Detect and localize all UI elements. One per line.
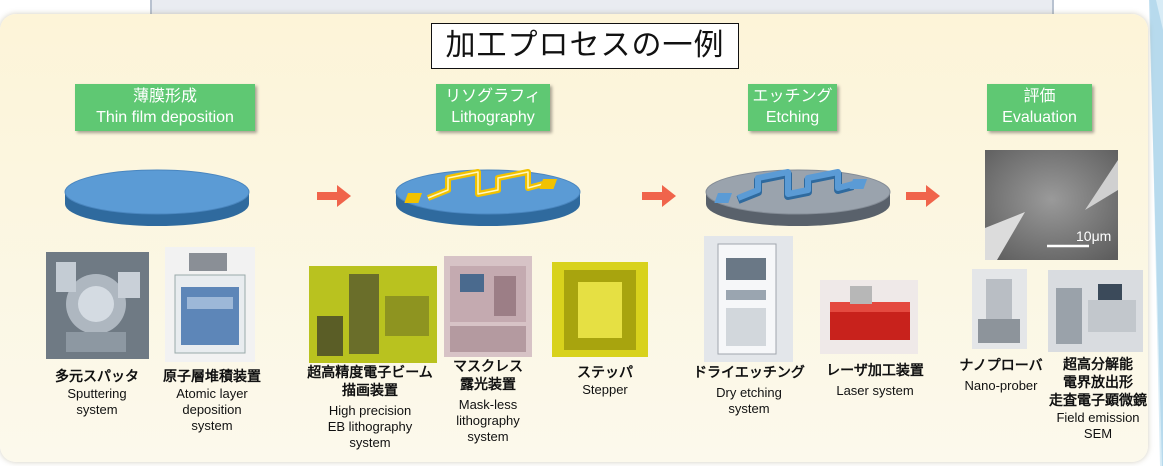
equipment-ald: 原子層堆積装置 Atomic layer deposition system — [152, 368, 272, 434]
nano-prober-photo — [972, 269, 1027, 349]
arrow-right-icon — [906, 185, 940, 207]
sputtering-system-photo — [46, 252, 149, 359]
equipment-ald-en-2: deposition — [182, 402, 242, 417]
equipment-dry-etching-en-2: system — [728, 401, 770, 416]
stage-thin-film: 薄膜形成 Thin film deposition — [75, 84, 255, 131]
equipment-sputtering: 多元スパッタ Sputtering system — [42, 368, 152, 418]
equipment-dry-etching: ドライエッチング Dry etching system — [683, 364, 815, 417]
stage-etching: エッチング Etching — [748, 84, 837, 131]
stage-etching-en: Etching — [765, 109, 820, 126]
equipment-nano-prober: ナノプローバ Nano-prober — [946, 357, 1056, 394]
equipment-sputtering-jp: 多元スパッタ — [55, 369, 139, 385]
stage-evaluation-jp: 評価 — [1023, 88, 1056, 105]
equipment-maskless-en-2: lithography — [456, 413, 520, 428]
equipment-fe-sem-en-1: Field emission — [1056, 410, 1140, 425]
equipment-ald-jp: 原子層堆積装置 — [163, 369, 261, 385]
equipment-eb-lithography-en-3: system — [349, 435, 391, 450]
equipment-dry-etching-en-1: Dry etching — [716, 385, 782, 400]
stage-thin-film-jp: 薄膜形成 — [132, 88, 197, 105]
wafer-etching-illustration — [705, 169, 891, 226]
fe-sem-photo — [1048, 270, 1143, 352]
stage-lithography-jp: リソグラフィ — [445, 88, 541, 105]
equipment-maskless-en-1: Mask-less — [458, 397, 518, 412]
equipment-maskless-en-3: system — [467, 429, 509, 444]
equipment-fe-sem: 超高分解能 電界放出形 走査電子顕微鏡 Field emission SEM — [1036, 356, 1160, 442]
wafer-lithography-illustration — [395, 169, 581, 226]
right-edge-decoration — [1149, 0, 1163, 466]
equipment-eb-lithography-jp-1: 超高精度電子ビーム — [307, 365, 433, 381]
stage-evaluation-en: Evaluation — [1002, 109, 1077, 126]
ald-system-photo — [165, 247, 255, 362]
equipment-ald-en-3: system — [191, 418, 233, 433]
equipment-sputtering-en-1: Sputtering — [67, 386, 127, 401]
sem-scale-label: 10μm — [1076, 228, 1112, 244]
equipment-sputtering-en-2: system — [76, 402, 118, 417]
stage-lithography-en: Lithography — [451, 109, 535, 126]
equipment-nano-prober-en: Nano-prober — [964, 378, 1038, 393]
equipment-eb-lithography-en-2: EB lithography — [327, 419, 413, 434]
sem-image — [985, 150, 1118, 260]
equipment-ald-en-1: Atomic layer — [176, 386, 248, 401]
arrow-right-icon — [317, 185, 351, 207]
equipment-maskless: マスクレス 露光装置 Mask-less lithography system — [440, 358, 536, 445]
equipment-laser-en: Laser system — [836, 383, 914, 398]
equipment-dry-etching-jp: ドライエッチング — [693, 365, 805, 381]
stage-thin-film-en: Thin film deposition — [96, 109, 234, 126]
wafer-plain-illustration — [64, 169, 250, 226]
stage-lithography: リソグラフィ Lithography — [436, 84, 550, 131]
stepper-photo — [552, 262, 648, 357]
equipment-eb-lithography: 超高精度電子ビーム 描画装置 High precision EB lithogr… — [294, 364, 446, 451]
stage-evaluation: 評価 Evaluation — [987, 84, 1092, 131]
equipment-eb-lithography-en-1: High precision — [328, 403, 412, 418]
equipment-nano-prober-jp: ナノプローバ — [959, 358, 1043, 374]
equipment-eb-lithography-jp-2: 描画装置 — [342, 383, 398, 399]
maskless-system-photo — [444, 256, 532, 357]
equipment-laser-jp: レーザ加工装置 — [826, 363, 924, 379]
equipment-fe-sem-en-2: SEM — [1083, 426, 1113, 441]
equipment-fe-sem-jp-3: 走査電子顕微鏡 — [1049, 393, 1147, 409]
equipment-stepper-en: Stepper — [582, 382, 628, 397]
equipment-laser: レーザ加工装置 Laser system — [816, 362, 934, 399]
equipment-stepper: ステッパ Stepper — [560, 364, 650, 398]
laser-system-photo — [820, 280, 918, 354]
eb-lithography-photo — [309, 266, 437, 363]
equipment-maskless-jp-2: 露光装置 — [460, 377, 516, 393]
equipment-fe-sem-jp-1: 超高分解能 — [1063, 357, 1133, 373]
stage-etching-jp: エッチング — [752, 88, 833, 105]
equipment-fe-sem-jp-2: 電界放出形 — [1063, 375, 1133, 391]
equipment-maskless-jp-1: マスクレス — [453, 359, 523, 375]
arrow-right-icon — [642, 185, 676, 207]
dry-etching-photo — [704, 236, 793, 362]
page-title: 加工プロセスの一例 — [431, 23, 739, 69]
equipment-stepper-jp: ステッパ — [577, 365, 633, 381]
